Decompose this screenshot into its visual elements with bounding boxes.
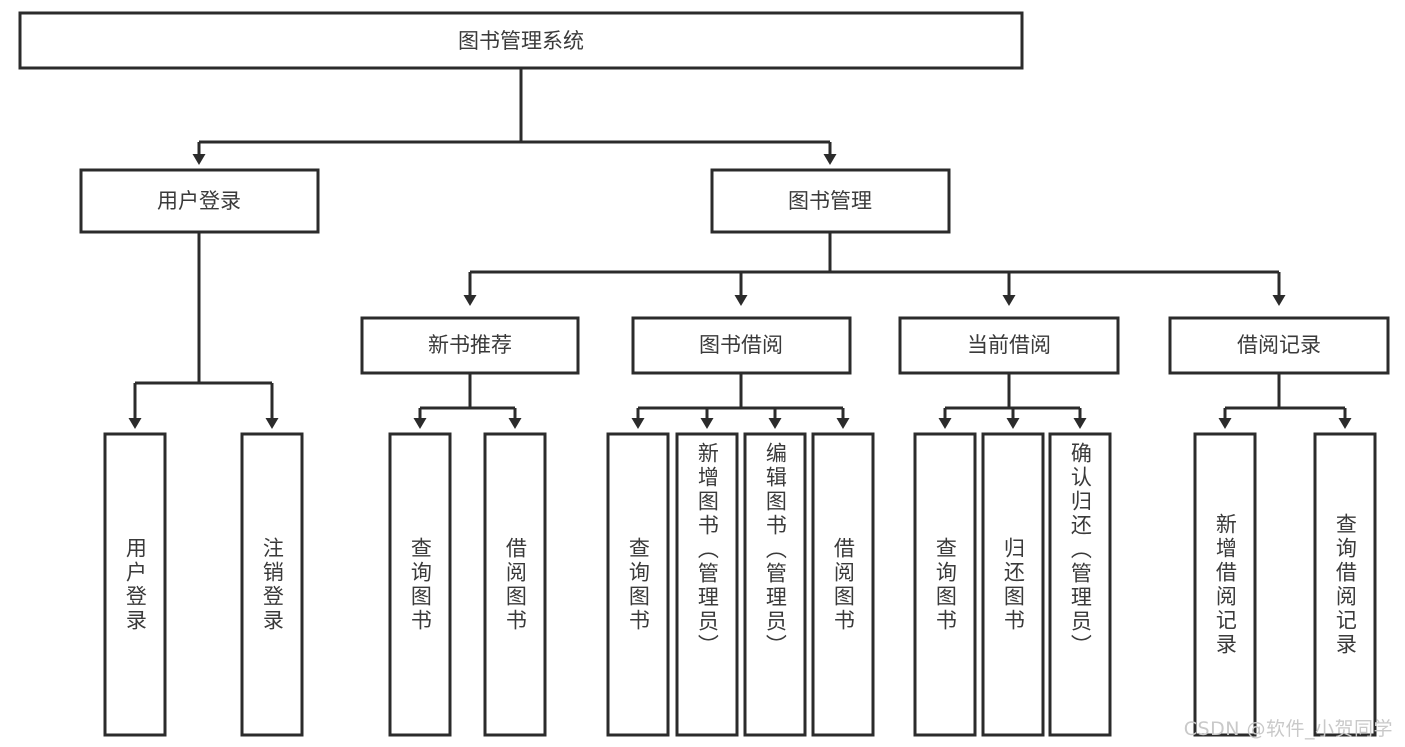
node-borrow-records[interactable]: 借阅记录 bbox=[1168, 316, 1390, 375]
leaf-edit-book[interactable]: 编辑图书（管理员） bbox=[745, 434, 805, 735]
node-current-borrow-box bbox=[898, 316, 1120, 375]
leaf-confirm-return-label: 确认归还（管理员） bbox=[1068, 442, 1093, 658]
node-book-borrow-box bbox=[631, 316, 852, 375]
leaf-borrow-book-2-label: 借阅图书 bbox=[831, 536, 856, 633]
leaf-add-book[interactable]: 新增图书（管理员） bbox=[677, 434, 737, 735]
leaf-logout-login[interactable]: 注销登录 bbox=[242, 434, 302, 735]
leaf-borrow-book-1-label: 借阅图书 bbox=[503, 536, 528, 633]
node-user-login[interactable]: 用户登录 bbox=[79, 168, 320, 234]
leaf-box-query-book-1[interactable] bbox=[388, 432, 452, 737]
leaf-box-add-book[interactable] bbox=[675, 432, 739, 737]
leaf-query-book-2[interactable]: 查询图书 bbox=[608, 434, 668, 735]
connector-user-login-bus bbox=[128, 232, 279, 429]
leaf-box-edit-book[interactable] bbox=[743, 432, 807, 737]
node-new-book-recommend[interactable]: 新书推荐 bbox=[360, 316, 580, 375]
leaf-query-record[interactable]: 查询借阅记录 bbox=[1315, 434, 1375, 735]
node-borrow-records-label: 借阅记录 bbox=[1237, 333, 1321, 357]
leaf-user-login[interactable]: 用户登录 bbox=[105, 434, 165, 735]
leaf-borrow-book-2[interactable]: 借阅图书 bbox=[813, 434, 873, 735]
node-user-login-label: 用户登录 bbox=[157, 189, 241, 213]
node-book-borrow-label: 图书借阅 bbox=[699, 333, 783, 357]
leaf-query-book-1[interactable]: 查询图书 bbox=[390, 434, 450, 735]
leaf-borrow-book-1[interactable]: 借阅图书 bbox=[485, 434, 545, 735]
leaf-box-query-book-2[interactable] bbox=[606, 432, 670, 737]
leaf-box-confirm-return[interactable] bbox=[1048, 432, 1112, 737]
connector-book-borrow-bus bbox=[631, 373, 850, 429]
node-root-label: 图书管理系统 bbox=[458, 29, 584, 53]
csdn-watermark: CSDN @软件_小贺同学 bbox=[1183, 718, 1393, 740]
leaf-box-query-book-3[interactable] bbox=[913, 432, 977, 737]
leaf-add-record-label: 新增借阅记录 bbox=[1213, 512, 1238, 657]
leaf-box-logout-login[interactable] bbox=[240, 432, 304, 737]
node-book-management[interactable]: 图书管理 bbox=[710, 168, 951, 234]
leaf-edit-book-label: 编辑图书（管理员） bbox=[763, 442, 788, 658]
node-current-borrow[interactable]: 当前借阅 bbox=[898, 316, 1120, 375]
node-root[interactable]: 图书管理系统 bbox=[18, 11, 1024, 70]
connector-current-borrow-bus bbox=[938, 373, 1087, 429]
leaf-box-return-book[interactable] bbox=[981, 432, 1045, 737]
node-borrow-records-box bbox=[1168, 316, 1390, 375]
connector-root-bus bbox=[192, 68, 837, 165]
leaf-logout-login-label: 注销登录 bbox=[260, 536, 285, 633]
node-book-management-label: 图书管理 bbox=[788, 189, 872, 213]
leaf-query-record-label: 查询借阅记录 bbox=[1333, 512, 1358, 657]
connector-new-book-recommend-bus bbox=[413, 373, 522, 429]
node-new-book-recommend-box bbox=[360, 316, 580, 375]
leaf-query-book-3[interactable]: 查询图书 bbox=[915, 434, 975, 735]
leaf-query-book-1-label: 查询图书 bbox=[408, 536, 433, 633]
leaf-box-query-record[interactable] bbox=[1313, 432, 1377, 737]
leaf-add-book-label: 新增图书（管理员） bbox=[695, 442, 720, 658]
leaf-box-borrow-book-1[interactable] bbox=[483, 432, 547, 737]
leaf-confirm-return[interactable]: 确认归还（管理员） bbox=[1050, 434, 1110, 735]
node-current-borrow-label: 当前借阅 bbox=[967, 333, 1051, 357]
leaf-user-login-label: 用户登录 bbox=[123, 536, 148, 633]
leaf-return-book-label: 归还图书 bbox=[1001, 536, 1026, 633]
node-user-login-box bbox=[79, 168, 320, 234]
leaf-add-record[interactable]: 新增借阅记录 bbox=[1195, 434, 1255, 735]
leaf-return-book[interactable]: 归还图书 bbox=[983, 434, 1043, 735]
node-book-borrow[interactable]: 图书借阅 bbox=[631, 316, 852, 375]
leaf-box-borrow-book-2[interactable] bbox=[811, 432, 875, 737]
connector-borrow-records-bus bbox=[1218, 373, 1352, 429]
leaf-query-book-2-label: 查询图书 bbox=[626, 536, 651, 633]
node-new-book-recommend-label: 新书推荐 bbox=[428, 333, 512, 357]
leaf-box-user-login[interactable] bbox=[103, 432, 167, 737]
leaf-box-add-record[interactable] bbox=[1193, 432, 1257, 737]
node-root-box bbox=[18, 11, 1024, 70]
connector-book-management-bus bbox=[463, 232, 1286, 306]
leaf-query-book-3-label: 查询图书 bbox=[933, 536, 958, 633]
